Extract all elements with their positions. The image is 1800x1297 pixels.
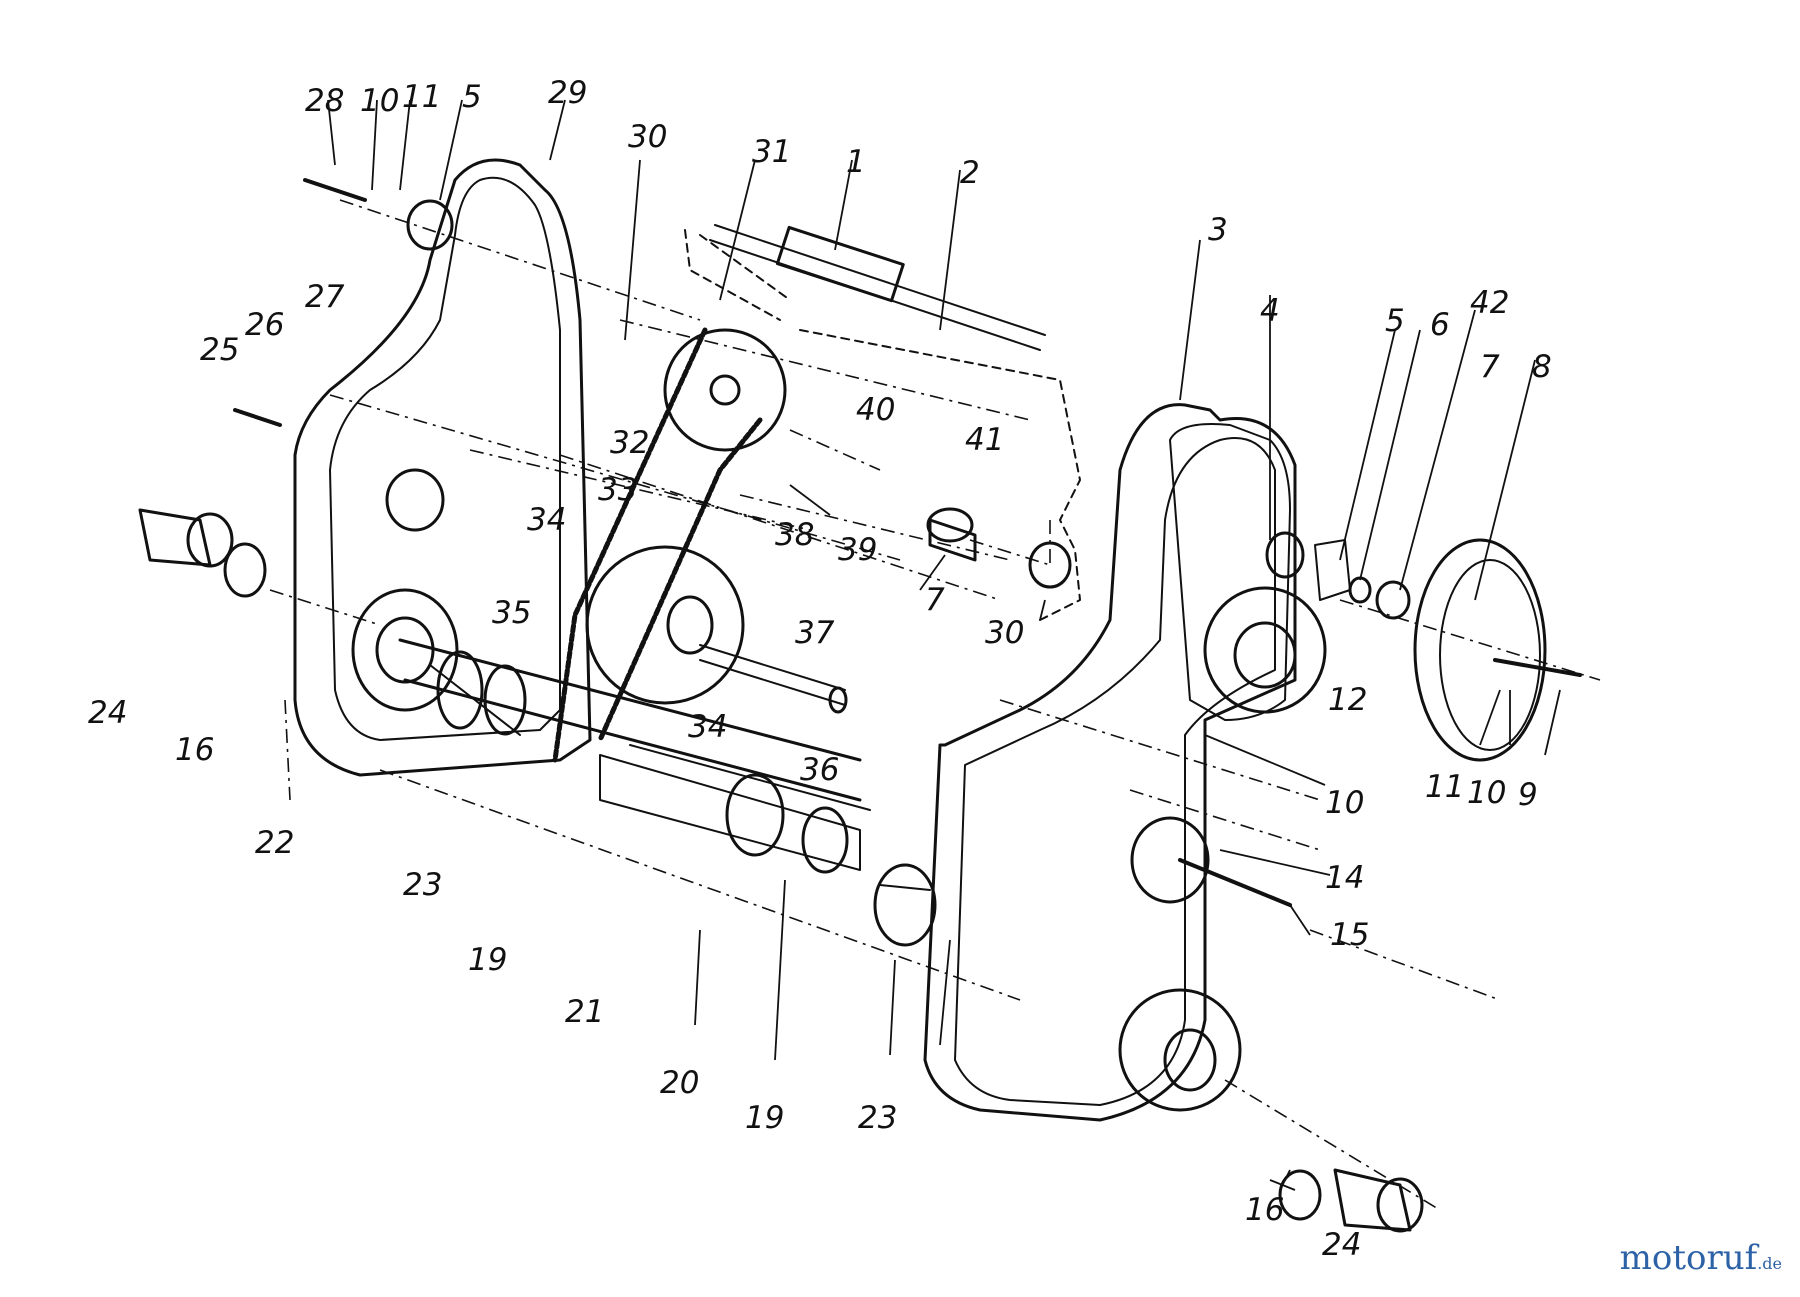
- part-label: 23: [858, 1100, 898, 1136]
- part-label: 19: [745, 1100, 785, 1136]
- part-label: 5: [462, 79, 482, 115]
- part-label: 23: [403, 867, 443, 903]
- right-seal-16: [1278, 1169, 1322, 1221]
- part-label: 30: [985, 615, 1025, 651]
- left-upper-hole: [385, 468, 445, 532]
- part-label: 26: [245, 307, 285, 343]
- right-housing-plate: [923, 403, 1297, 1122]
- part-label: 29: [548, 75, 588, 111]
- part-label: 16: [1245, 1192, 1285, 1228]
- bearing-5-left: [406, 199, 454, 251]
- right-top-cover: [1169, 423, 1291, 721]
- part-label: 11: [402, 79, 442, 115]
- brand-name: motoruf: [1619, 1238, 1758, 1278]
- collar-19: [725, 773, 785, 857]
- part-label: 1: [846, 144, 866, 180]
- bolt-9: [1493, 658, 1582, 677]
- part-label: 31: [752, 134, 792, 170]
- washer-42: [1348, 576, 1372, 604]
- part-label: 42: [1470, 285, 1510, 321]
- part-label: 4: [1260, 293, 1280, 329]
- bolt-25: [233, 408, 282, 427]
- bearing-7-center: [928, 518, 977, 562]
- upper-shaft: [709, 224, 1046, 351]
- part-label: 27: [305, 279, 345, 315]
- bushing-23: [873, 863, 937, 947]
- part-label: 36: [800, 752, 840, 788]
- right-bearing-5: [1265, 531, 1305, 579]
- part-label: 5: [1385, 303, 1405, 339]
- part-label: 40: [856, 392, 896, 428]
- part-label: 34: [688, 709, 728, 745]
- part-label: 10: [1467, 775, 1507, 811]
- part-label: 30: [628, 119, 668, 155]
- shaft-sleeve-1: [775, 225, 905, 303]
- bracket-6: [1314, 539, 1351, 601]
- right-bearing-boss-upper: [1203, 586, 1327, 714]
- part-label: 10: [1325, 785, 1365, 821]
- part-label: 38: [775, 517, 815, 553]
- part-label: 24: [88, 695, 128, 731]
- left-housing-plate: [293, 158, 592, 777]
- part-label: 10: [360, 83, 400, 119]
- brand-tld: .de: [1757, 1254, 1782, 1273]
- part-label: 22: [255, 825, 295, 861]
- part-label: 7: [1480, 349, 1500, 385]
- part-label: 8: [1532, 349, 1552, 385]
- right-boss-mid: [1130, 816, 1210, 904]
- upper-sprocket: [663, 328, 787, 452]
- main-shaft: [398, 638, 862, 802]
- part-label: 39: [838, 532, 878, 568]
- part-label: 25: [200, 332, 240, 368]
- part-label: 33: [598, 472, 638, 508]
- brand-watermark: motoruf.de: [1620, 1241, 1782, 1275]
- bolt-15: [1178, 858, 1292, 907]
- part-label: 9: [1518, 777, 1538, 813]
- left-seal-16: [223, 542, 267, 598]
- part-label: 37: [795, 615, 835, 651]
- part-label: 28: [305, 83, 345, 119]
- part-label: 11: [1425, 769, 1465, 805]
- part-label: 3: [1208, 212, 1228, 248]
- bolt-28: [303, 178, 367, 202]
- right-housing-rim: [954, 437, 1276, 1106]
- right-boss-lower: [1118, 988, 1242, 1112]
- drive-chain: [552, 327, 763, 763]
- spacer-35: [436, 650, 484, 730]
- left-bearing-boss: [351, 588, 459, 712]
- lower-sprocket: [585, 545, 745, 705]
- part-label: 2: [960, 155, 980, 191]
- part-label: 15: [1330, 917, 1370, 953]
- hub-shaft-20: [599, 754, 861, 871]
- part-label: 21: [565, 994, 605, 1030]
- part-label: 24: [1322, 1227, 1362, 1263]
- part-label: 35: [492, 595, 532, 631]
- part-label: 7: [925, 582, 945, 618]
- part-label: 20: [660, 1065, 700, 1101]
- part-label: 14: [1325, 860, 1365, 896]
- part-label: 32: [610, 425, 650, 461]
- part-label: 34: [527, 502, 567, 538]
- bushing-7-right: [1375, 580, 1411, 620]
- pin-36: [699, 644, 846, 706]
- pulley-8: [1413, 538, 1547, 762]
- right-bushing-24: [1333, 1168, 1412, 1232]
- part-label: 41: [965, 422, 1005, 458]
- part-label: 16: [175, 732, 215, 768]
- part-label: 19: [468, 942, 508, 978]
- gear-case-outline: [684, 229, 1081, 621]
- part-label: 12: [1328, 682, 1368, 718]
- part-label: 6: [1430, 307, 1450, 343]
